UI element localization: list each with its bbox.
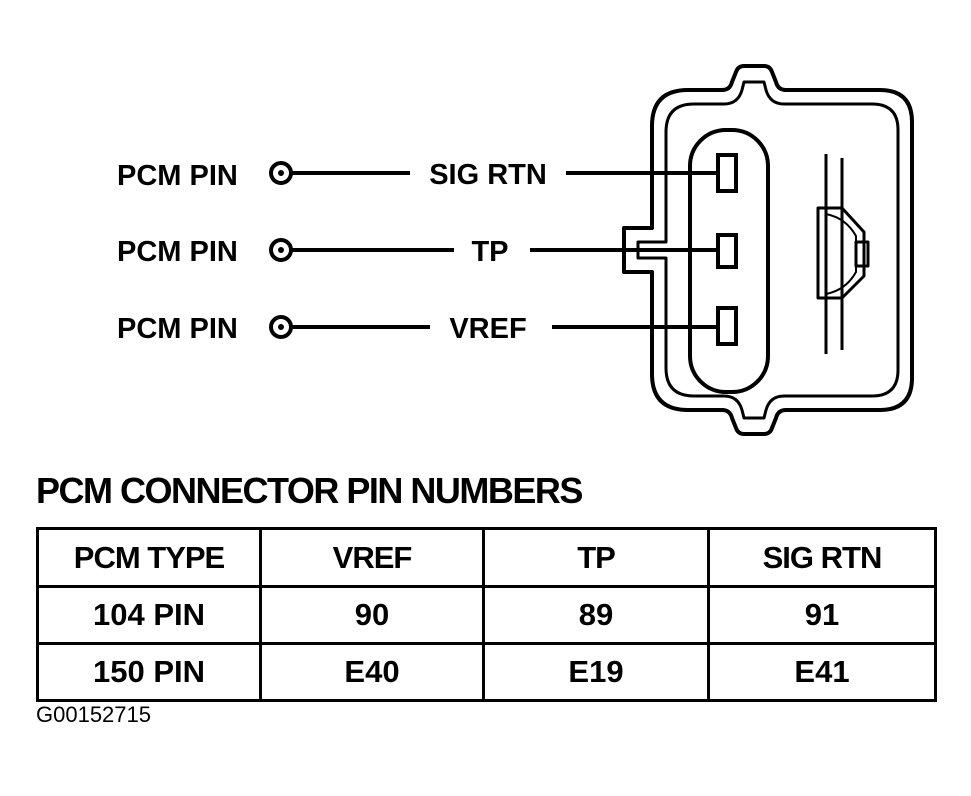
terminal-icon [269, 161, 293, 185]
cell-pcm-type: 150 PIN [36, 642, 262, 702]
table-title: PCM CONNECTOR PIN NUMBERS [36, 470, 583, 511]
cell-tp: 89 [482, 585, 710, 645]
cell-vref: E40 [259, 642, 485, 702]
terminal-icon [269, 315, 293, 339]
sensor-connector [622, 64, 914, 436]
header-vref: VREF [259, 527, 485, 588]
terminal-blade-tp [716, 233, 738, 269]
table-header-row: PCM TYPE VREF TP SIG RTN [36, 527, 937, 588]
terminal-blade-vref [716, 306, 738, 346]
pcm-pin-label-3: PCM PIN [117, 313, 238, 345]
cell-pcm-type: 104 PIN [36, 585, 262, 645]
pcm-pin-label-1: PCM PIN [117, 160, 238, 192]
table-row: 150 PIN E40 E19 E41 [36, 642, 937, 702]
terminal-blade-sig-rtn [716, 153, 738, 193]
header-pcm-type: PCM TYPE [36, 527, 262, 588]
cell-tp: E19 [482, 642, 710, 702]
header-tp: TP [482, 527, 710, 588]
pcm-pin-label-2: PCM PIN [117, 236, 238, 268]
table-row: 104 PIN 90 89 91 [36, 585, 937, 645]
header-sig-rtn: SIG RTN [707, 527, 937, 588]
figure-id: G00152715 [36, 702, 151, 727]
connector-wiring-diagram: PCM PIN PCM PIN PCM PIN SIG RTN TP VREF [117, 64, 914, 436]
signal-label-tp: TP [471, 236, 508, 268]
signal-label-vref: VREF [449, 313, 526, 345]
signal-label-sig-rtn: SIG RTN [429, 159, 547, 191]
cell-vref: 90 [259, 585, 485, 645]
cell-sig-rtn: E41 [707, 642, 937, 702]
cell-sig-rtn: 91 [707, 585, 937, 645]
terminal-icon [269, 238, 293, 262]
pin-numbers-table: PCM TYPE VREF TP SIG RTN 104 PIN 90 89 9… [36, 527, 937, 702]
